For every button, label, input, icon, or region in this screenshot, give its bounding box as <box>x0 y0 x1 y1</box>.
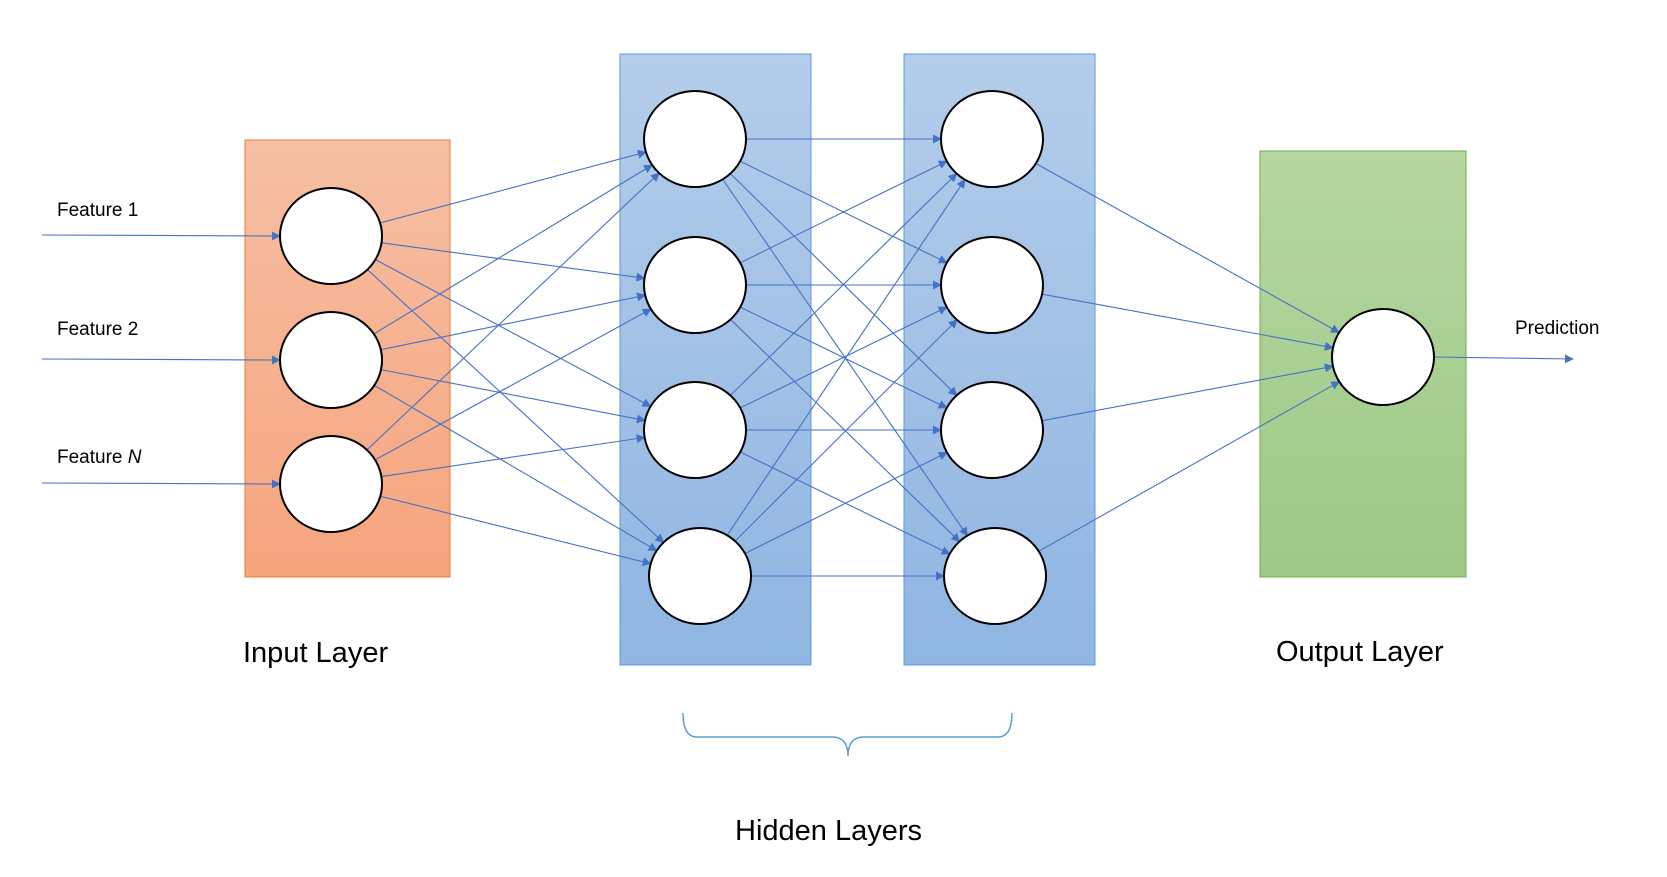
input-hidden1-edge-3-1 <box>366 172 660 451</box>
input-hidden1-edge-2-2 <box>380 292 647 351</box>
hidden1-neuron-2 <box>643 236 747 334</box>
hidden1-hidden2-edge-1-4 <box>722 179 968 537</box>
hidden2-neuron-4 <box>943 527 1047 625</box>
input-hidden1-edge-1-3 <box>375 259 652 407</box>
feature-arrow-2 <box>41 355 281 365</box>
hidden1-neuron-4 <box>648 527 752 625</box>
input-hidden1-edge-1-4 <box>367 269 665 544</box>
input-hidden1-edge-3-2 <box>374 308 652 461</box>
output-layer-title: Output Layer <box>1276 636 1444 668</box>
hidden1-hidden2-edge-4-2 <box>734 319 958 542</box>
input-neuron-3 <box>279 435 383 533</box>
hidden2-neuron-2 <box>940 236 1044 334</box>
input-hidden1-edge-2-1 <box>373 164 653 335</box>
input-neuron-2 <box>279 311 383 409</box>
prediction-arrow <box>1433 354 1574 364</box>
feature-label-1: Feature 1 <box>57 200 138 221</box>
input-neuron-1 <box>279 187 383 285</box>
hidden1-hidden2-edge-4-3 <box>744 452 948 554</box>
prediction-label: Prediction <box>1515 318 1600 339</box>
feature-arrow-1 <box>41 231 281 241</box>
hidden1-neuron-3 <box>643 381 747 479</box>
input-layer-title: Input Layer <box>243 637 388 669</box>
hidden-layers-brace <box>682 712 1013 757</box>
input-hidden1-edge-3-3 <box>381 434 646 478</box>
feature-arrow-3 <box>41 479 281 489</box>
hidden1-hidden2-edge-3-2 <box>740 306 948 409</box>
hidden2-output-edge-2-1 <box>1041 293 1334 351</box>
feature-label-n-prefix: Feature <box>57 447 128 468</box>
input-hidden1-edge-1-2 <box>381 242 646 282</box>
input-hidden1-edge-2-4 <box>374 384 658 552</box>
input-hidden1-edge-2-3 <box>380 369 646 424</box>
output-neuron-1 <box>1331 308 1435 406</box>
hidden2-output-edge-3-1 <box>1041 363 1334 422</box>
hidden2-output-edge-1-1 <box>1035 162 1340 334</box>
connections <box>41 134 1574 581</box>
feature-label-n-italic: N <box>128 447 142 468</box>
hidden2-neuron-1 <box>940 90 1044 188</box>
hidden1-hidden2-edge-3-1 <box>729 172 958 396</box>
neurons <box>279 90 1435 625</box>
input-hidden1-edge-3-4 <box>380 495 652 567</box>
hidden-layers-title: Hidden Layers <box>735 815 922 847</box>
hidden2-output-edge-4-1 <box>1038 381 1341 552</box>
input-hidden1-edge-1-1 <box>379 149 647 224</box>
feature-label-2: Feature 2 <box>57 319 138 340</box>
hidden1-hidden2-edge-4-1 <box>726 178 966 536</box>
hidden1-neuron-1 <box>643 90 747 188</box>
hidden2-neuron-3 <box>940 381 1044 479</box>
hidden1-hidden2-edge-2-1 <box>739 160 948 264</box>
feature-label-n: Feature N <box>57 447 142 468</box>
